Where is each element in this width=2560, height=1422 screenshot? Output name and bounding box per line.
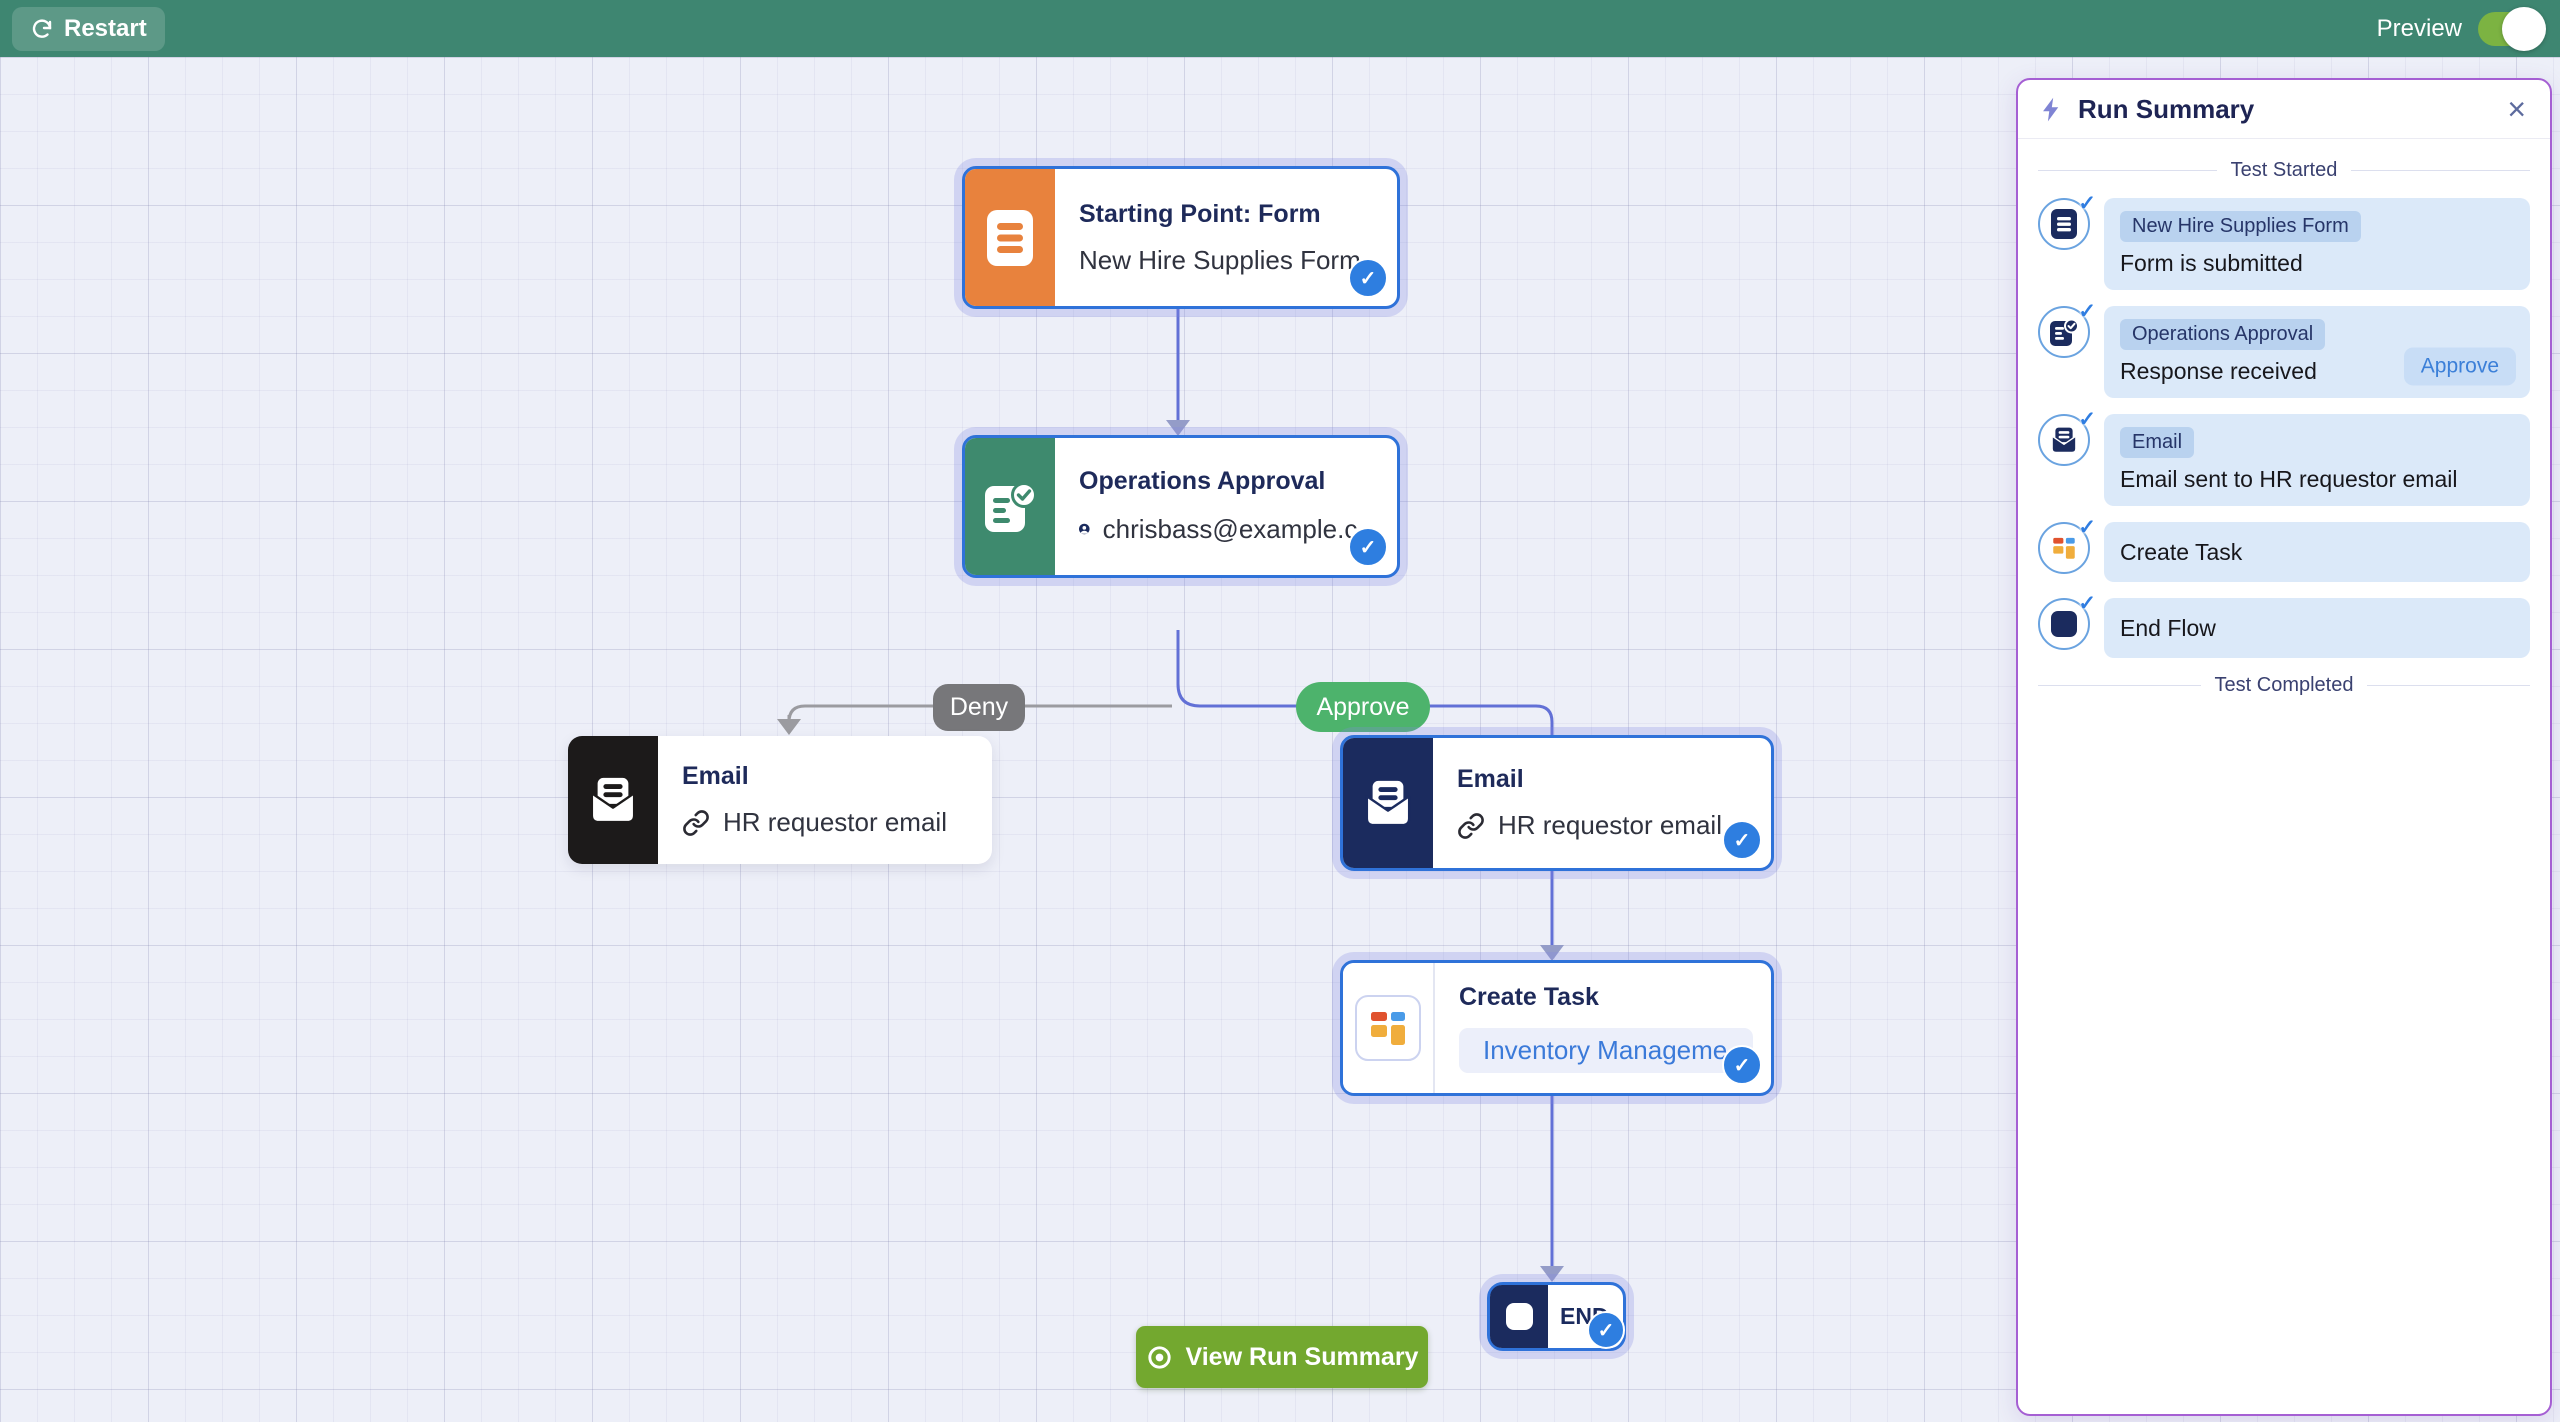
step-text: Create Task <box>2120 538 2243 565</box>
restart-label: Restart <box>64 14 147 42</box>
email-icon <box>568 736 658 864</box>
completed-check-badge <box>1722 1045 1762 1085</box>
form-step-icon <box>2051 209 2077 239</box>
run-step-email: ✓ Email Email sent to HR requestor email <box>2038 408 2530 506</box>
email-step-icon <box>2051 427 2077 454</box>
branch-label-deny: Deny <box>933 684 1025 731</box>
completed-check-badge <box>1722 820 1762 860</box>
step-check-icon: ✓ <box>2078 300 2096 323</box>
node-email-deny[interactable]: Email HR requestor email <box>568 736 992 864</box>
step-status-ring: ✓ <box>2038 300 2096 358</box>
node-title: Email <box>1457 765 1524 793</box>
node-subtitle: chrisbass@example.c... <box>1102 513 1379 544</box>
step-check-icon: ✓ <box>2078 192 2096 215</box>
run-summary-panel: Run Summary × Test Started ✓ New Hire Su… <box>2016 78 2552 1416</box>
refresh-icon <box>32 18 52 38</box>
restart-button[interactable]: Restart <box>12 6 165 51</box>
step-badge: Operations Approval <box>2120 319 2326 350</box>
task-step-icon <box>2053 537 2075 559</box>
completed-check-badge <box>1348 258 1388 298</box>
run-step-approval: ✓ Operations Approval Response received … <box>2038 300 2530 398</box>
test-completed-label: Test Completed <box>2214 674 2354 696</box>
task-external-link[interactable]: Inventory Manageme... <box>1459 1028 1753 1073</box>
test-started-divider: Test Started <box>2038 159 2530 182</box>
email-icon <box>1343 738 1433 868</box>
run-step-card: New Hire Supplies Form Form is submitted <box>2104 198 2530 290</box>
step-check-icon: ✓ <box>2078 592 2096 615</box>
step-text: Response received <box>2120 358 2317 384</box>
top-bar: Restart Preview <box>0 0 2560 57</box>
step-badge: New Hire Supplies Form <box>2120 211 2361 242</box>
step-check-icon: ✓ <box>2078 516 2096 539</box>
node-title: Starting Point: Form <box>1079 199 1321 228</box>
run-summary-title: Run Summary <box>2078 93 2255 124</box>
node-create-task[interactable]: Create Task Inventory Manageme... <box>1340 960 1774 1096</box>
preview-label: Preview <box>2376 14 2462 42</box>
step-status-ring: ✓ <box>2038 192 2096 250</box>
step-text: End Flow <box>2120 614 2216 641</box>
step-status-ring: ✓ <box>2038 516 2096 574</box>
form-icon <box>965 169 1055 306</box>
step-check-icon: ✓ <box>2078 408 2096 431</box>
view-run-summary-button[interactable]: View Run Summary <box>1136 1326 1428 1388</box>
step-text: Email sent to HR requestor email <box>2120 466 2458 492</box>
run-step-card: End Flow <box>2104 598 2530 658</box>
run-step-create-task: ✓ Create Task <box>2038 516 2530 582</box>
link-icon <box>683 809 709 836</box>
link-icon <box>1458 812 1484 839</box>
task-board-icon <box>1343 963 1435 1093</box>
approval-step-icon <box>2050 318 2079 346</box>
completed-check-badge <box>1587 1311 1625 1349</box>
node-subtitle: New Hire Supplies Form <box>1079 244 1361 275</box>
task-link-label: Inventory Manageme... <box>1483 1035 1749 1065</box>
node-subtitle: HR requestor email <box>723 807 947 837</box>
toggle-knob <box>2502 6 2546 51</box>
end-step-icon <box>2051 611 2077 637</box>
run-step-form: ✓ New Hire Supplies Form Form is submitt… <box>2038 192 2530 290</box>
node-subtitle: HR requestor email <box>1498 810 1722 840</box>
bolt-icon <box>2043 97 2059 121</box>
completed-check-badge <box>1348 527 1388 567</box>
step-status-ring: ✓ <box>2038 592 2096 650</box>
node-starting-point-form[interactable]: Starting Point: Form New Hire Supplies F… <box>962 166 1400 309</box>
node-title: Email <box>682 762 749 790</box>
approve-response-pill: Approve <box>2403 347 2516 386</box>
node-operations-approval[interactable]: Operations Approval chrisbass@example.c.… <box>962 435 1400 578</box>
run-step-card: Create Task <box>2104 522 2530 582</box>
view-run-summary-label: View Run Summary <box>1185 1342 1419 1371</box>
node-email-approve[interactable]: Email HR requestor email <box>1340 735 1774 871</box>
preview-toggle[interactable] <box>2478 6 2546 51</box>
step-text: Form is submitted <box>2120 250 2303 276</box>
node-end[interactable]: END <box>1487 1282 1626 1351</box>
end-stop-icon <box>1490 1285 1548 1348</box>
run-summary-content: Test Started ✓ New Hire Supplies Form Fo… <box>2018 139 2550 725</box>
run-step-card: Email Email sent to HR requestor email <box>2104 414 2530 506</box>
step-badge: Email <box>2120 427 2195 458</box>
node-title: Create Task <box>1459 983 1599 1011</box>
approval-icon <box>965 438 1055 575</box>
run-step-end-flow: ✓ End Flow <box>2038 592 2530 658</box>
test-completed-divider: Test Completed <box>2038 674 2530 697</box>
avatar-icon <box>1079 523 1090 535</box>
run-step-card: Operations Approval Response received Ap… <box>2104 306 2530 398</box>
run-summary-header: Run Summary × <box>2018 80 2550 139</box>
test-started-label: Test Started <box>2230 159 2338 181</box>
close-icon[interactable]: × <box>2507 91 2526 127</box>
step-status-ring: ✓ <box>2038 408 2096 466</box>
node-title: Operations Approval <box>1079 467 1326 495</box>
branch-label-approve: Approve <box>1296 682 1430 732</box>
eye-icon <box>1147 1345 1171 1369</box>
